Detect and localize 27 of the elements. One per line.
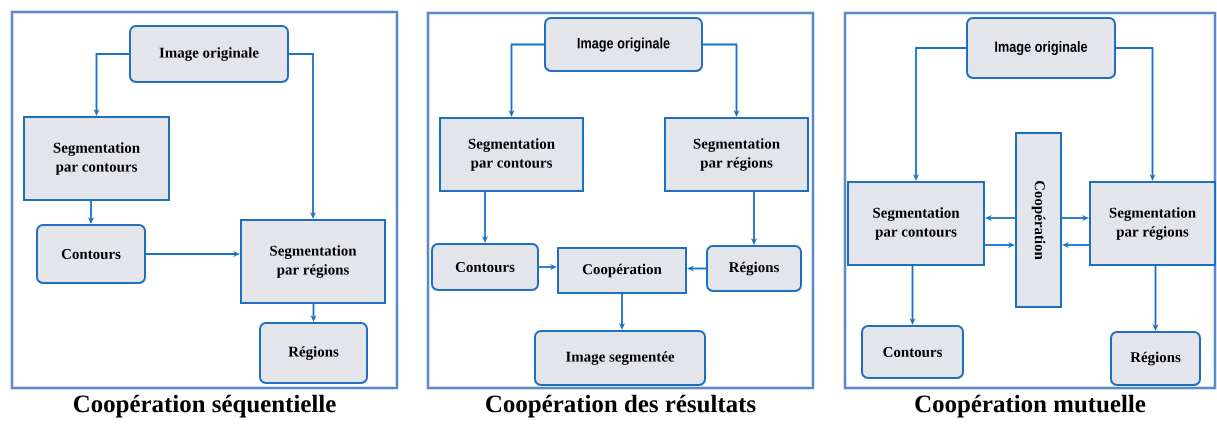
arrow [288,53,317,219]
rounded-box: Contours [36,224,146,284]
rounded-box: Image originale [966,17,1116,79]
rounded-box: Image originale [129,25,289,83]
rounded-box: Contours [431,243,539,291]
process-box: Segmentation par contours [23,116,170,201]
panel-frame [10,10,399,418]
rounded-box: Image originale [544,17,703,72]
rounded-box: Régions [1110,331,1201,386]
process-box: Segmentation par régions [1089,181,1216,266]
rounded-box: Contours [861,325,964,379]
panel-caption: Coopération mutuelle [915,394,1146,418]
panel-caption: Coopération séquentielle [73,394,336,418]
process-box: Coopération [1015,132,1062,308]
panel-frame [426,11,815,418]
rounded-box: Image segmentée [534,330,706,386]
process-box: Segmentation par régions [240,219,386,304]
panel-caption: Coopération des résultats [486,394,756,418]
rounded-box: Régions [706,245,802,292]
panel-frame [843,11,1217,418]
arrow [1115,47,1156,181]
process-box: Segmentation par contours [847,181,985,266]
process-box: Segmentation par contours [439,117,584,192]
arrow [702,43,740,117]
process-box: Segmentation par régions [664,117,809,192]
process-box: Coopération [557,247,687,294]
rounded-box: Régions [259,322,368,384]
